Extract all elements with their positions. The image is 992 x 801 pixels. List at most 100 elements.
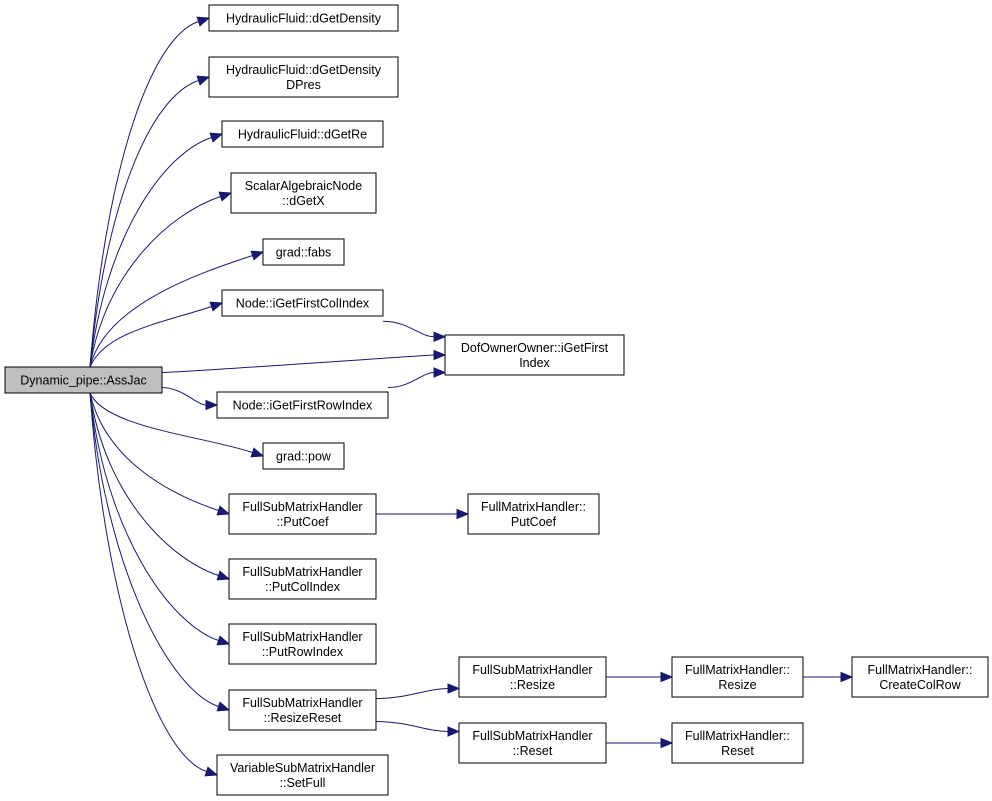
node-label: ::dGetX (282, 194, 325, 208)
call-edge-n15-to-n16 (606, 671, 674, 683)
function-node[interactable]: FullMatrixHandler::PutCoef (467, 493, 600, 535)
function-node[interactable]: FullMatrixHandler::Reset (671, 722, 804, 764)
node-label: ::Resize (510, 678, 555, 692)
call-edge-n8-to-n7 (387, 367, 447, 388)
edge-line (161, 387, 207, 406)
node-label: FullMatrixHandler:: (481, 500, 586, 514)
root-function-node[interactable]: Dynamic_pipe::AssJac (4, 366, 163, 394)
node-label: HydraulicFluid::dGetRe (238, 128, 367, 142)
arrowhead-icon (250, 447, 265, 458)
arrowhead-icon (209, 301, 224, 312)
function-node[interactable]: FullSubMatrixHandler::ResizeReset (228, 689, 377, 731)
node-label: ::PutColIndex (265, 580, 341, 594)
node-box (228, 623, 377, 665)
call-edge-root-to-n2 (89, 75, 211, 368)
arrowhead-icon (433, 367, 447, 378)
edge-layer (89, 16, 854, 777)
function-node[interactable]: grad::pow (262, 442, 345, 470)
node-label: FullMatrixHandler:: (868, 663, 973, 677)
node-box (467, 493, 600, 535)
function-node[interactable]: FullSubMatrixHandler::Reset (458, 722, 607, 764)
arrowhead-icon (204, 766, 219, 777)
node-box (262, 442, 345, 470)
arrowhead-icon (196, 16, 211, 27)
edge-line (89, 392, 219, 511)
node-box (262, 238, 345, 266)
edge-line (89, 137, 212, 368)
node-label: FullSubMatrixHandler (242, 696, 362, 710)
arrowhead-icon (209, 132, 224, 143)
node-label: Index (519, 356, 550, 370)
node-box (230, 172, 377, 214)
edge-line (89, 392, 253, 453)
node-box (228, 558, 377, 600)
node-label: HydraulicFluid::dGetDensity (226, 12, 382, 26)
node-box (216, 754, 389, 796)
arrowhead-icon (216, 570, 231, 581)
call-edge-n18-to-n19 (606, 737, 674, 749)
call-edge-root-to-n5 (89, 250, 265, 368)
node-box (671, 656, 804, 698)
node-label: Reset (721, 744, 754, 758)
edge-line (89, 80, 199, 368)
node-box (228, 493, 377, 535)
function-node[interactable]: ScalarAlgebraicNode::dGetX (230, 172, 377, 214)
node-box (458, 656, 607, 698)
function-node[interactable]: grad::fabs (262, 238, 345, 266)
node-label: FullMatrixHandler:: (685, 663, 790, 677)
arrowhead-icon (196, 75, 211, 86)
node-label: DPres (286, 78, 321, 92)
node-label: FullSubMatrixHandler (242, 500, 362, 514)
arrowhead-icon (205, 399, 219, 411)
arrowhead-icon (433, 331, 447, 343)
call-edge-root-to-n9 (89, 392, 265, 458)
node-box (4, 366, 163, 394)
call-edge-root-to-n12 (89, 392, 231, 581)
node-label: Resize (718, 678, 756, 692)
node-label: PutCoef (511, 515, 557, 529)
node-box (444, 334, 625, 376)
node-label: grad::fabs (276, 246, 332, 260)
node-label: CreateColRow (879, 678, 961, 692)
arrowhead-icon (660, 737, 674, 749)
node-label: VariableSubMatrixHandler (230, 761, 375, 775)
arrowhead-icon (216, 701, 231, 712)
node-box (458, 722, 607, 764)
function-node[interactable]: FullSubMatrixHandler::PutRowIndex (228, 623, 377, 665)
node-label: FullSubMatrixHandler (472, 663, 592, 677)
edge-line (161, 354, 435, 373)
edge-line (375, 688, 449, 699)
function-node[interactable]: FullMatrixHandler::CreateColRow (851, 656, 989, 698)
call-edge-n14-to-n15 (375, 683, 461, 699)
arrowhead-icon (447, 683, 461, 694)
function-node[interactable]: Node::iGetFirstRowIndex (216, 391, 389, 419)
function-node[interactable]: VariableSubMatrixHandler::SetFull (216, 754, 389, 796)
arrowhead-icon (660, 671, 674, 683)
function-node[interactable]: FullSubMatrixHandler::PutCoef (228, 493, 377, 535)
call-edge-root-to-n20 (89, 392, 219, 777)
arrowhead-icon (216, 505, 231, 516)
arrowhead-icon (250, 250, 265, 261)
function-node[interactable]: HydraulicFluid::dGetDensity (208, 4, 399, 32)
edge-line (382, 320, 435, 338)
node-label: FullSubMatrixHandler (472, 729, 592, 743)
arrowhead-icon (218, 191, 233, 202)
edge-line (89, 392, 219, 576)
call-edge-root-to-n3 (89, 132, 224, 368)
arrowhead-icon (433, 349, 447, 361)
edge-line (89, 255, 253, 368)
call-edge-root-to-n6 (89, 301, 224, 368)
function-node[interactable]: FullSubMatrixHandler::PutColIndex (228, 558, 377, 600)
node-label: Dynamic_pipe::AssJac (20, 374, 146, 388)
function-node[interactable]: Node::iGetFirstColIndex (221, 289, 384, 317)
edge-line (387, 372, 435, 388)
node-label: FullSubMatrixHandler (242, 565, 362, 579)
call-edge-n6-to-n7 (382, 320, 447, 343)
function-node[interactable]: HydraulicFluid::dGetRe (221, 120, 384, 148)
function-node[interactable]: FullSubMatrixHandler::Resize (458, 656, 607, 698)
function-node[interactable]: FullMatrixHandler::Resize (671, 656, 804, 698)
arrowhead-icon (840, 671, 854, 683)
node-box (208, 56, 399, 98)
